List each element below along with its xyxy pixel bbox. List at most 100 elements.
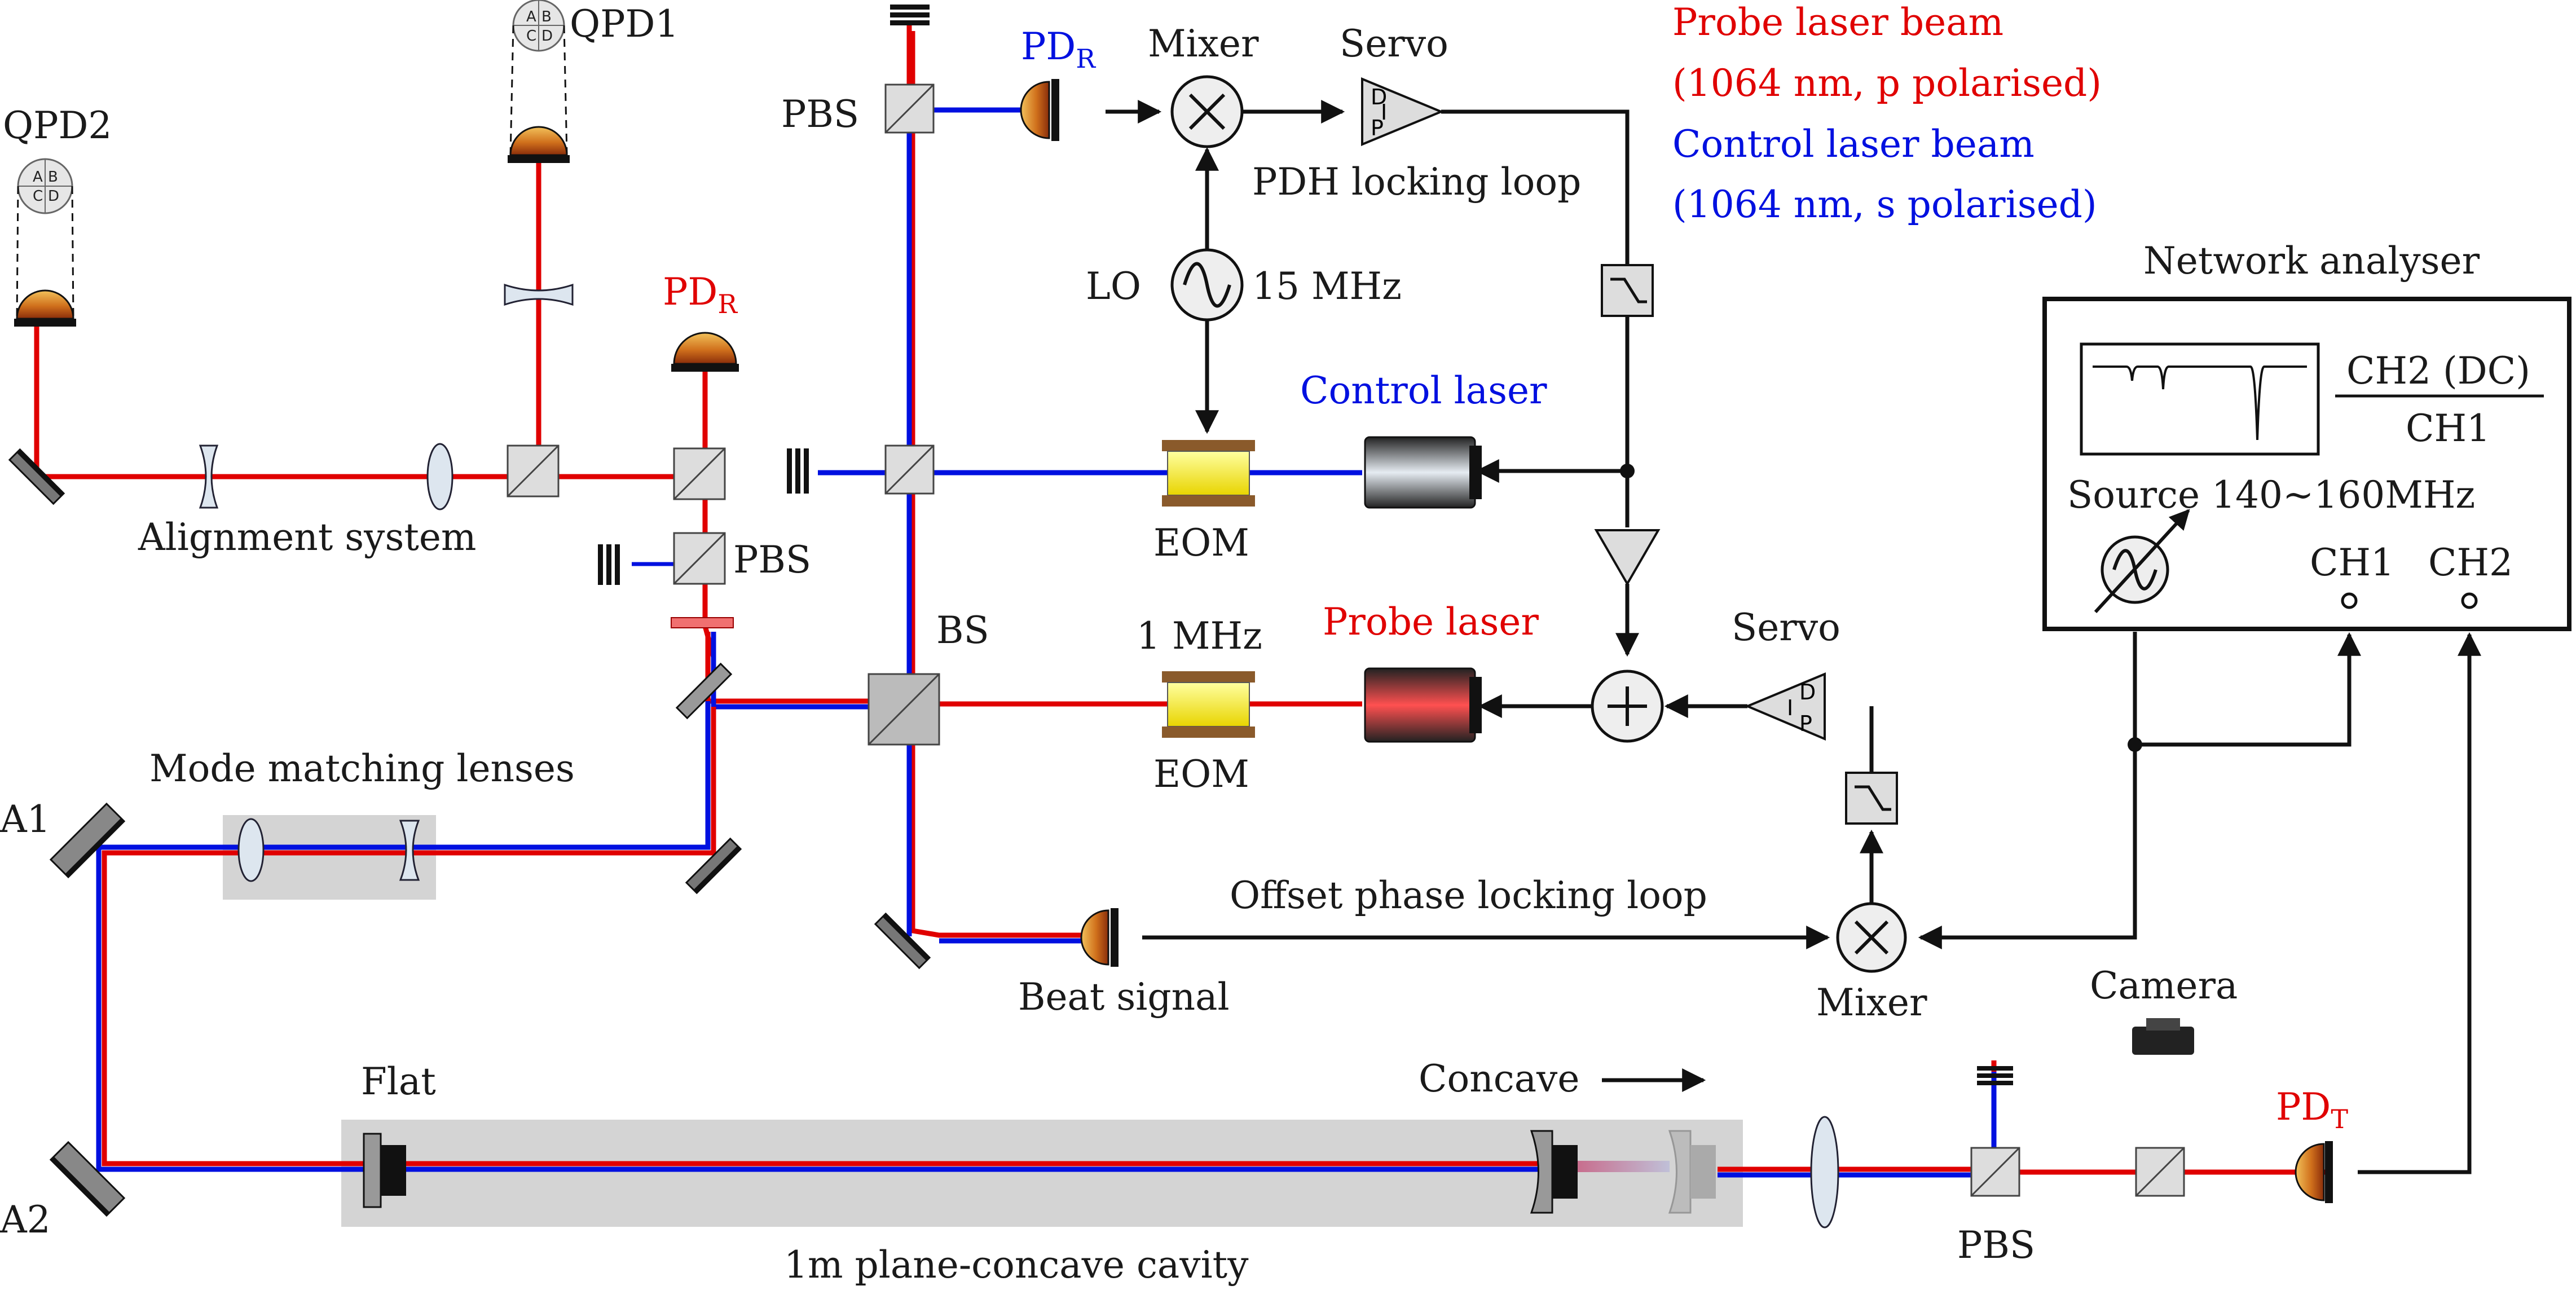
beam-dump-left bbox=[787, 448, 809, 494]
label-a1: A1 bbox=[0, 798, 51, 841]
pd-qpd2 bbox=[14, 289, 76, 327]
lenses bbox=[199, 283, 1839, 1229]
label-mode-matching: Mode matching lenses bbox=[149, 747, 575, 790]
beam-dump-top bbox=[890, 5, 930, 25]
mixer-bottom bbox=[1836, 902, 1907, 973]
mirror-beat bbox=[874, 912, 931, 970]
label-eom-bottom: EOM bbox=[1153, 752, 1249, 796]
camera bbox=[2132, 1018, 2194, 1055]
pd-qpd1 bbox=[508, 126, 570, 163]
label-ch2: CH2 bbox=[2428, 541, 2513, 584]
label-source: Source 140~160MHz bbox=[2067, 473, 2475, 517]
label-lo: LO bbox=[1086, 265, 1141, 308]
svg-text:C: C bbox=[33, 188, 43, 205]
photodetector-pd-r-top bbox=[671, 332, 739, 372]
servo-bottom: D I P bbox=[1744, 672, 1826, 741]
source-oscillator bbox=[2094, 509, 2190, 614]
label-pbs-top: PBS bbox=[781, 93, 859, 136]
svg-text:A: A bbox=[526, 8, 536, 25]
label-lo-freq: 15 MHz bbox=[1252, 265, 1402, 308]
label-bs: BS bbox=[936, 609, 989, 652]
ch2-port[interactable] bbox=[2461, 592, 2478, 609]
label-alignment: Alignment system bbox=[138, 516, 476, 559]
control-laser bbox=[1364, 436, 1482, 509]
amplifier bbox=[1594, 529, 1661, 586]
cavity-concave-mirror bbox=[1530, 1130, 1578, 1214]
svg-text:D: D bbox=[1371, 85, 1387, 109]
labels: Probe laser beam (1064 nm, p polarised) … bbox=[0, 1, 2530, 1287]
beam-dump-bottom bbox=[1977, 1066, 2013, 1085]
photodetector-pd-t bbox=[2295, 1141, 2333, 1203]
lowpass-filter-top bbox=[1601, 264, 1654, 317]
network-analyser bbox=[2042, 297, 2571, 631]
svg-text:B: B bbox=[48, 169, 58, 186]
waveplate bbox=[671, 617, 734, 628]
wire-junction bbox=[2128, 737, 2142, 752]
svg-text:I: I bbox=[1381, 100, 1387, 125]
mirror-steering-2 bbox=[685, 837, 742, 895]
photodetector-beat bbox=[1080, 908, 1119, 967]
label-ratio-den: CH1 bbox=[2406, 407, 2490, 450]
label-beat-signal: Beat signal bbox=[1018, 975, 1230, 1019]
label-a2: A2 bbox=[0, 1198, 51, 1241]
servo-top: D I P bbox=[1361, 77, 1445, 146]
local-oscillator bbox=[1170, 248, 1244, 322]
label-pd-r-top: PDR bbox=[663, 270, 738, 319]
svg-text:D: D bbox=[1799, 680, 1816, 705]
svg-text:I: I bbox=[1787, 695, 1793, 720]
mirror-steering-1 bbox=[675, 662, 733, 720]
svg-text:A: A bbox=[33, 169, 43, 186]
mirror-a2 bbox=[49, 1141, 126, 1217]
label-qpd2: QPD2 bbox=[3, 104, 112, 147]
label-network-analyser: Network analyser bbox=[2143, 239, 2480, 283]
label-pdh-loop: PDH locking loop bbox=[1252, 160, 1581, 204]
qpd1-head: A B C D bbox=[509, 0, 568, 156]
svg-text:B: B bbox=[541, 8, 552, 25]
analyser-screen bbox=[2080, 342, 2320, 456]
combined-beam-paths bbox=[96, 25, 1997, 1178]
lowpass-filter-bottom bbox=[1845, 772, 1898, 825]
beamsplitter-cube bbox=[507, 83, 2185, 1197]
eom-top bbox=[1162, 440, 1255, 507]
label-pd-t: PDT bbox=[2276, 1085, 2348, 1134]
svg-text:D: D bbox=[48, 188, 59, 205]
legend-control-1: Control laser beam bbox=[1672, 122, 2035, 166]
mixer-top bbox=[1170, 75, 1244, 148]
label-servo-bottom: Servo bbox=[1732, 606, 1840, 649]
svg-text:P: P bbox=[1371, 116, 1384, 140]
svg-text:P: P bbox=[1799, 711, 1812, 736]
label-servo-top: Servo bbox=[1340, 22, 1448, 65]
qpd2-head: A B C D bbox=[16, 158, 74, 319]
label-control-laser: Control laser bbox=[1300, 369, 1547, 412]
beam-dump-pbs-mid bbox=[598, 544, 620, 585]
label-flat: Flat bbox=[361, 1060, 436, 1103]
legend-probe-1: Probe laser beam bbox=[1672, 1, 2003, 44]
label-pbs-bottom: PBS bbox=[1957, 1223, 2035, 1267]
ch1-port[interactable] bbox=[2341, 592, 2358, 609]
probe-laser bbox=[1364, 667, 1482, 743]
label-eom-freq: 1 MHz bbox=[1137, 614, 1262, 658]
wire-junction bbox=[1620, 464, 1635, 478]
label-camera: Camera bbox=[2090, 964, 2238, 1007]
photodetector-pd-r bbox=[1020, 79, 1059, 141]
cavity-concave-mirror-moved bbox=[1668, 1130, 1716, 1214]
label-mixer-top: Mixer bbox=[1148, 22, 1259, 65]
cavity-table bbox=[341, 1120, 1743, 1227]
signal-wires bbox=[1106, 100, 2481, 1174]
label-ratio-num: CH2 (DC) bbox=[2346, 349, 2530, 393]
mirror-a1 bbox=[49, 802, 126, 879]
legend-control-2: (1064 nm, s polarised) bbox=[1672, 183, 2097, 226]
label-mixer-bottom: Mixer bbox=[1816, 981, 1927, 1024]
label-eom-top: EOM bbox=[1153, 521, 1249, 565]
label-offset-loop: Offset phase locking loop bbox=[1230, 874, 1707, 917]
summing-junction bbox=[1591, 670, 1664, 743]
label-cavity: 1m plane-concave cavity bbox=[784, 1243, 1249, 1287]
eom-bottom bbox=[1162, 671, 1255, 738]
label-ch1: CH1 bbox=[2310, 541, 2394, 584]
label-concave: Concave bbox=[1419, 1057, 1579, 1100]
legend-probe-2: (1064 nm, p polarised) bbox=[1672, 61, 2102, 105]
label-pbs-mid: PBS bbox=[733, 538, 811, 582]
mirror-left bbox=[8, 448, 65, 505]
label-qpd1: QPD1 bbox=[570, 2, 679, 46]
svg-text:D: D bbox=[541, 28, 553, 45]
